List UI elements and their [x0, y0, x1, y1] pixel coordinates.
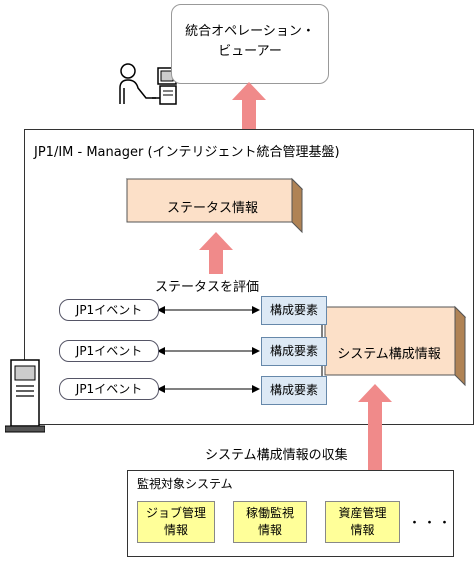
manager-box — [24, 129, 474, 425]
integrated-operation-viewer-box — [171, 4, 329, 84]
manager-title: JP1/IM - Manager (インテリジェント統合管理基盤) — [34, 145, 340, 160]
more-systems-ellipsis: ・・・ — [408, 516, 454, 531]
arrow-collect-config — [358, 384, 392, 470]
viewer-label-line1: 統合オペレーション・ — [185, 24, 315, 39]
job-management-info-line1: ジョブ管理 — [145, 506, 206, 520]
status-info-box — [125, 177, 304, 234]
viewer-label-line2: ビューアー — [218, 44, 282, 59]
arrow-to-viewer — [232, 82, 266, 130]
system-config-info-label: システム構成情報 — [337, 347, 441, 362]
config-element-1: 構成要素 — [261, 296, 327, 325]
asset-management-info: 資産管理 情報 — [325, 501, 400, 543]
jp1-event-3: JP1イベント — [59, 378, 159, 400]
asset-management-info-line2: 情報 — [350, 523, 375, 537]
server-icon — [5, 359, 45, 433]
jp1-event-2: JP1イベント — [59, 340, 159, 362]
system-config-info-box — [323, 305, 467, 387]
asset-management-info-line1: 資産管理 — [338, 506, 387, 520]
evaluate-status-label: ステータスを評価 — [155, 280, 260, 295]
config-element-3: 構成要素 — [261, 376, 327, 405]
operation-monitoring-info-line2: 情報 — [257, 523, 282, 537]
operator-pc-icon — [119, 63, 177, 105]
status-info-label: ステータス情報 — [166, 201, 258, 216]
operation-monitoring-info-line1: 稼働監視 — [245, 506, 294, 520]
job-management-info-line2: 情報 — [163, 523, 188, 537]
collect-config-label: システム構成情報の収集 — [205, 448, 348, 463]
jp1-event-1: JP1イベント — [59, 299, 159, 321]
viewer-label: 統合オペレーション・ ビューアー — [171, 22, 329, 62]
monitored-systems-title: 監視対象システム — [137, 477, 233, 491]
operation-monitoring-info: 稼働監視 情報 — [233, 501, 307, 543]
job-management-info: ジョブ管理 情報 — [137, 501, 215, 543]
config-element-2: 構成要素 — [261, 337, 327, 366]
arrow-to-status-info — [199, 232, 233, 274]
